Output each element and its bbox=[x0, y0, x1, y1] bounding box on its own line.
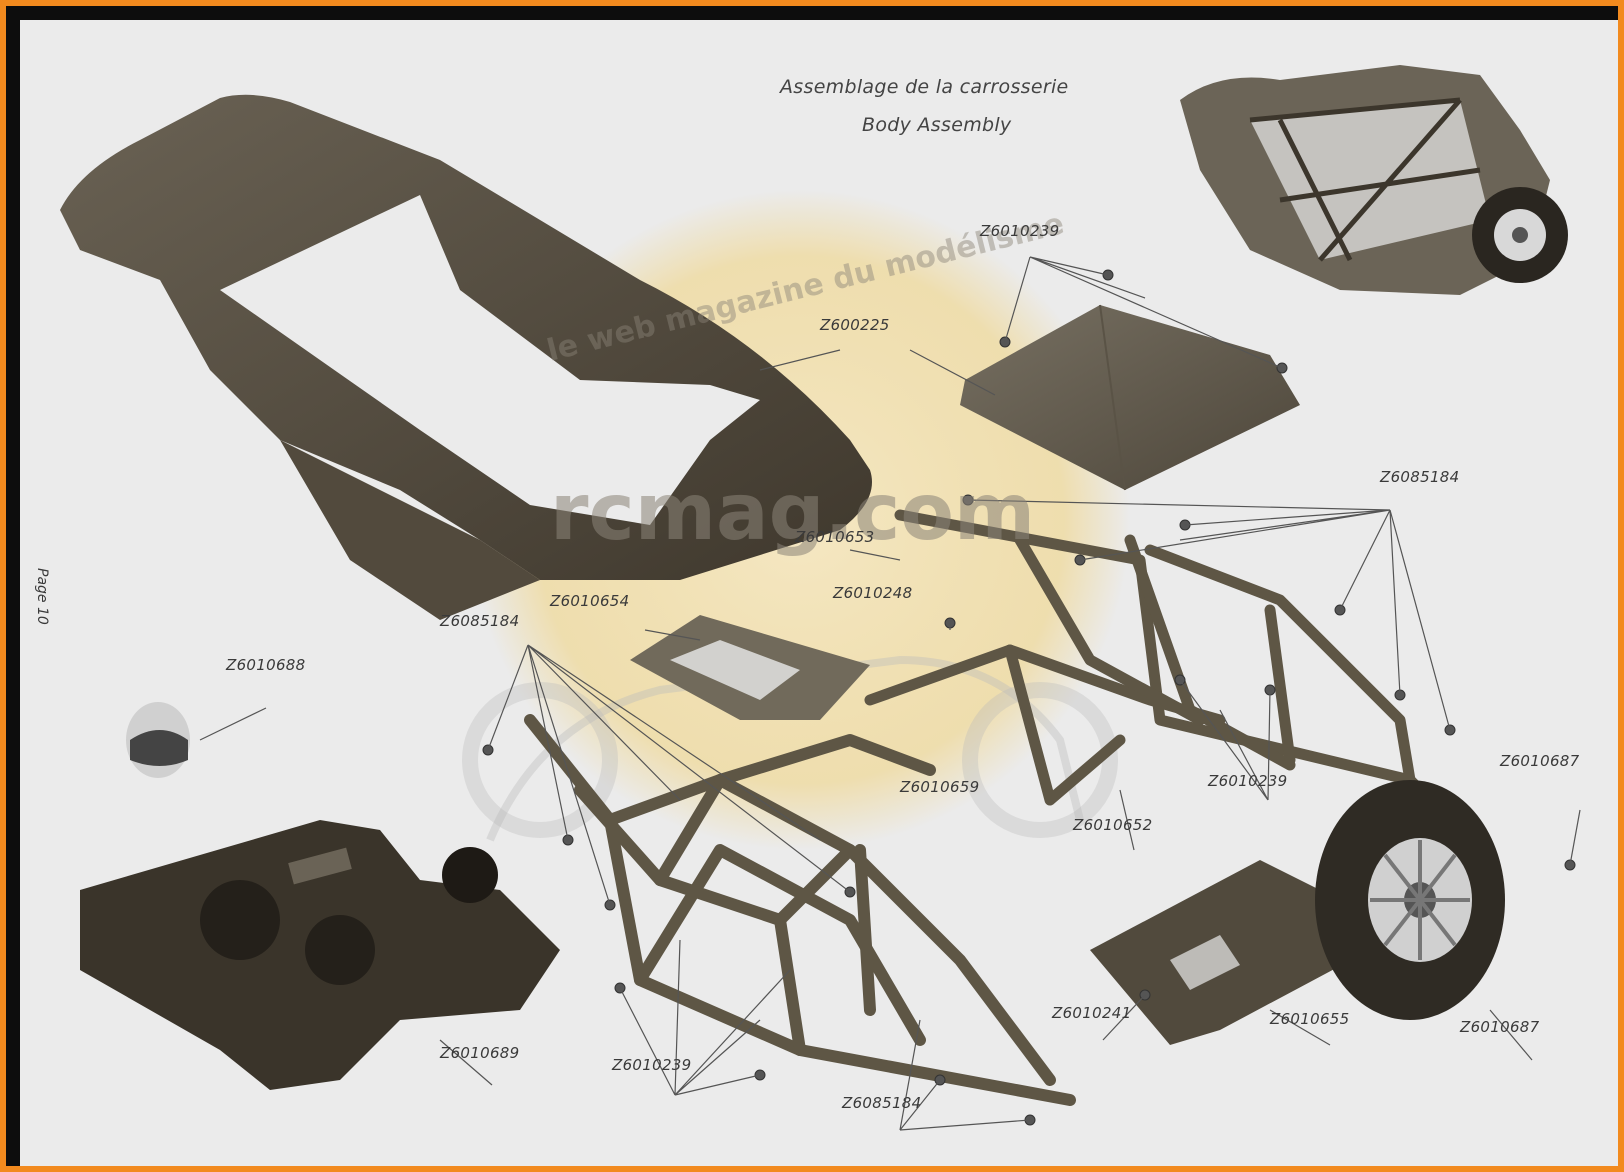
roll-cage-rear-z6010652 bbox=[864, 509, 1446, 816]
part-label-z6085184-left: Z6085184 bbox=[440, 612, 520, 630]
part-label-z6010654: Z6010654 bbox=[550, 592, 630, 610]
title-english: Body Assembly bbox=[862, 114, 1012, 136]
part-label-z6010653: Z6010653 bbox=[795, 528, 875, 546]
watermark-url: rcmag.com bbox=[550, 468, 1036, 558]
part-label-z6085184-bottom: Z6085184 bbox=[842, 1094, 922, 1112]
part-label-z6010652: Z6010652 bbox=[1073, 816, 1153, 834]
part-label-z6085184-top: Z6085184 bbox=[1380, 468, 1460, 486]
part-label-z6010241: Z6010241 bbox=[1052, 1004, 1132, 1022]
part-label-z6010239-mid: Z6010239 bbox=[1208, 772, 1288, 790]
wheel-z6010687 bbox=[1315, 780, 1505, 1020]
part-label-z6010688: Z6010688 bbox=[226, 656, 306, 674]
title-french: Assemblage de la carrosserie bbox=[780, 76, 1069, 98]
assembled-buggy-image bbox=[1180, 65, 1568, 295]
roll-cage-front-z6010653 bbox=[524, 714, 1076, 1106]
part-label-z6010659: Z6010659 bbox=[900, 778, 980, 796]
part-label-z6010687-right: Z6010687 bbox=[1500, 752, 1580, 770]
floor-pan-z6010654 bbox=[630, 615, 870, 720]
page-number-label: Page 10 bbox=[34, 568, 50, 625]
part-label-z6010689: Z6010689 bbox=[440, 1044, 520, 1062]
part-label-z6010239-bottom: Z6010239 bbox=[612, 1056, 692, 1074]
lower-plate-z6010655 bbox=[1090, 860, 1370, 1045]
part-label-z6010248: Z6010248 bbox=[833, 584, 913, 602]
interior-tub-z6010689 bbox=[80, 820, 560, 1090]
part-label-z6010687-bottom: Z6010687 bbox=[1460, 1018, 1540, 1036]
part-label-z6010239-top: Z6010239 bbox=[980, 222, 1060, 240]
leader-lines bbox=[199, 256, 1581, 1131]
exploded-diagram bbox=[60, 65, 1581, 1131]
roof-plate bbox=[960, 304, 1300, 491]
part-label-z6010655: Z6010655 bbox=[1270, 1010, 1350, 1028]
body-shell-z600225 bbox=[60, 94, 872, 620]
manual-sheet: Assemblage de la carrosserie Body Assemb… bbox=[20, 20, 1618, 1166]
page-frame: Assemblage de la carrosserie Body Assemb… bbox=[6, 6, 1618, 1166]
helmet-z6010688 bbox=[126, 702, 190, 778]
part-label-z600225: Z600225 bbox=[820, 316, 890, 334]
